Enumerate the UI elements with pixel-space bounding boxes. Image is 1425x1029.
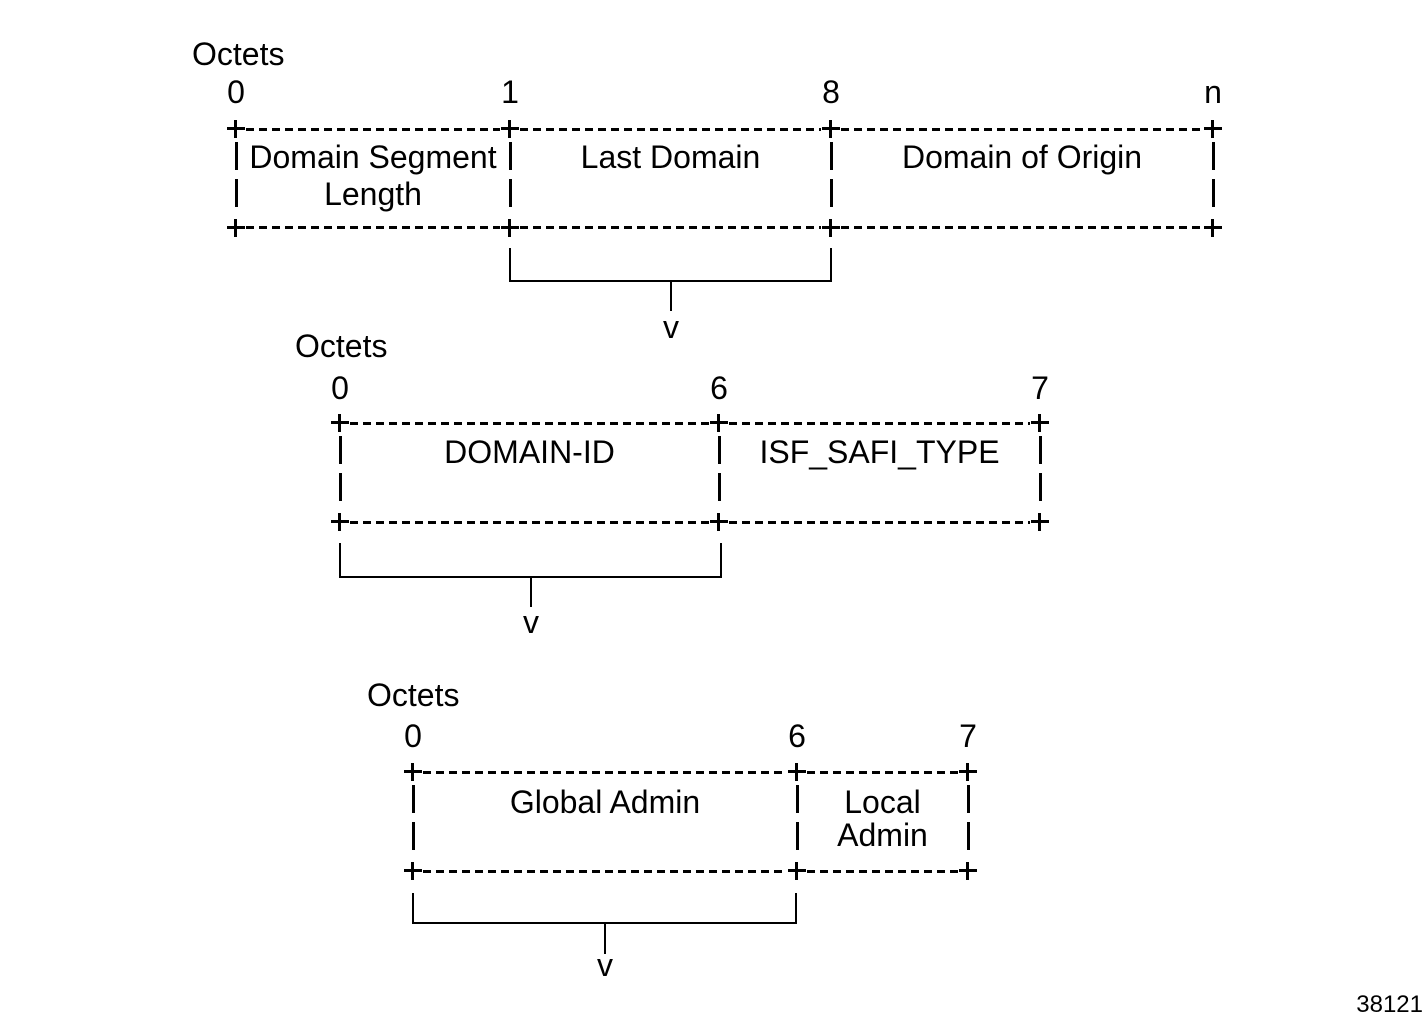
dashed-line [520,226,821,229]
field-label: Local [844,784,921,820]
divider-pipe [796,785,799,813]
dashed-line [423,771,787,774]
divider-pipe [339,436,342,464]
junction-plus [404,763,422,781]
octets-label: Octets [295,328,388,364]
brace-left-line [339,543,341,578]
octet-marker: 6 [788,718,806,754]
arrow-stem-line [604,922,606,954]
octet-marker: 1 [501,74,519,110]
divider-pipe [830,142,833,170]
dashed-line [841,128,1203,131]
junction-plus [959,862,977,880]
dashed-line [246,226,500,229]
junction-plus [1204,120,1222,138]
junction-plus [404,862,422,880]
junction-plus [710,414,728,432]
junction-plus [822,219,840,237]
divider-pipe [412,785,415,813]
junction-plus [822,120,840,138]
field-label: Domain of Origin [901,139,1143,175]
octet-marker: 0 [404,718,422,754]
arrow-stem-line [530,576,532,607]
field-label: DOMAIN-ID [444,434,615,470]
divider-pipe [339,473,342,501]
field-label: Admin [837,817,928,853]
dashed-line [807,771,958,774]
divider-pipe [967,785,970,813]
divider-pipe [1212,142,1215,170]
junction-plus [1031,414,1049,432]
field-label: Last Domain [580,139,761,175]
field-label: Global Admin [509,784,701,820]
brace-left-line [412,893,414,924]
dashed-line [350,521,709,524]
octet-marker: 8 [822,74,840,110]
junction-plus [1204,219,1222,237]
brace-right-line [720,543,722,578]
junction-plus [788,763,806,781]
octet-marker: 6 [710,370,728,406]
divider-pipe [1212,179,1215,207]
junction-plus [959,763,977,781]
octet-marker: 0 [227,74,245,110]
dashed-line [807,870,958,873]
octet-marker: 0 [331,370,349,406]
divider-pipe [235,179,238,207]
divider-pipe [509,179,512,207]
divider-pipe [796,822,799,850]
dashed-line [520,128,821,131]
divider-pipe [412,822,415,850]
brace-right-line [830,248,832,281]
junction-plus [501,120,519,138]
junction-plus [788,862,806,880]
junction-plus [710,513,728,531]
junction-plus [501,219,519,237]
divider-pipe [235,142,238,170]
junction-plus [1031,513,1049,531]
divider-pipe [967,822,970,850]
brace-left-line [509,248,511,281]
octet-marker: 7 [1031,370,1049,406]
field-label: ISF_SAFI_TYPE [759,434,1000,470]
dashed-line [841,226,1203,229]
junction-plus [227,219,245,237]
dashed-line [423,870,787,873]
arrow-stem-line [670,280,672,311]
field-label: Length [324,176,422,212]
divider-pipe [718,436,721,464]
junction-plus [331,513,349,531]
octet-marker: 7 [959,718,977,754]
brace-right-line [795,893,797,924]
dashed-line [729,521,1030,524]
divider-pipe [718,473,721,501]
field-label: Domain Segment [249,139,497,175]
arrow-v-glyph: v [663,309,679,345]
arrow-v-glyph: v [597,947,613,983]
figure-number: 38121 [1356,991,1423,1018]
dashed-line [246,128,500,131]
octet-marker: n [1204,74,1222,110]
junction-plus [331,414,349,432]
dashed-line [729,422,1030,425]
divider-pipe [1039,436,1042,464]
divider-pipe [830,179,833,207]
dashed-line [350,422,709,425]
octets-label: Octets [367,677,460,713]
octets-label: Octets [192,36,285,72]
junction-plus [227,120,245,138]
divider-pipe [509,142,512,170]
arrow-v-glyph: v [523,604,539,640]
divider-pipe [1039,473,1042,501]
